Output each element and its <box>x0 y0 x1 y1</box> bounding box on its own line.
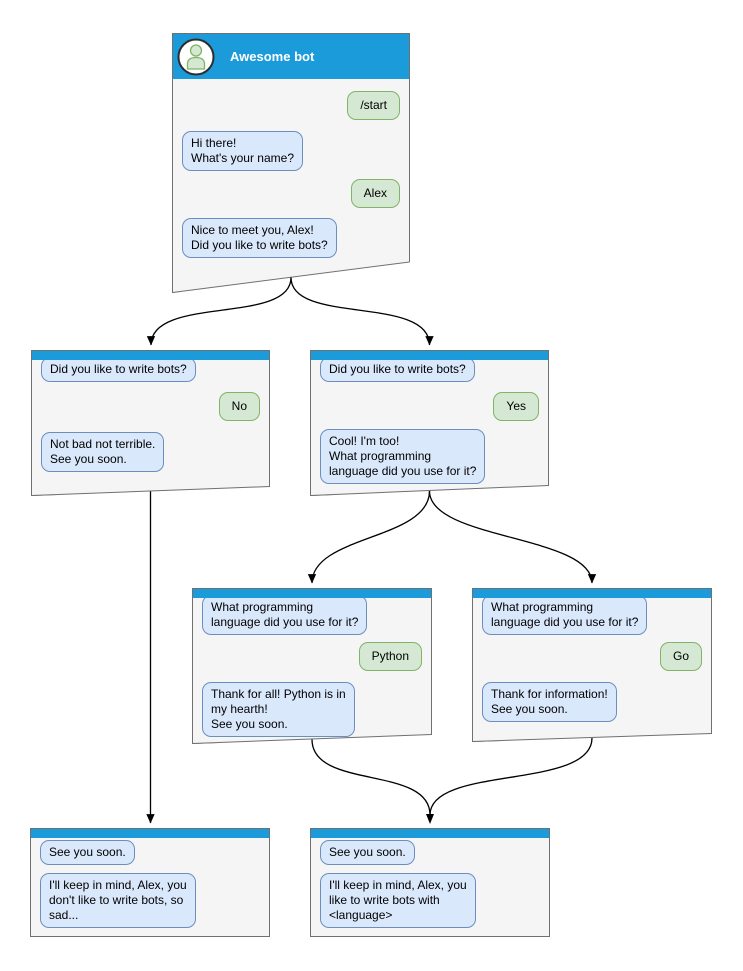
arrow-main-to-yes <box>290 277 434 346</box>
window-title-bar <box>311 829 549 838</box>
bot-avatar-icon <box>177 38 215 76</box>
bot-message-bubble: Not bad not terrible. See you soon. <box>41 432 164 472</box>
bot-message-bubble: Did you like to write bots? <box>41 357 196 382</box>
arrow-python-to-end <box>311 739 431 816</box>
bot-message-bubble: Thank for information! See you soon. <box>482 682 617 722</box>
chat-body: Did you like to write bots? Yes Cool! I'… <box>311 360 548 495</box>
user-message-bubble: Yes <box>493 392 539 421</box>
bot-message-bubble: What programming language did you use fo… <box>482 595 647 635</box>
user-message-bubble: Python <box>359 642 422 671</box>
window-title-bar: Awesome bot <box>173 34 409 79</box>
chat-body: /start Hi there! What's your name? Alex … <box>173 79 409 292</box>
bot-message-bubble: Nice to meet you, Alex! Did you like to … <box>182 218 337 258</box>
window-title-bar <box>31 829 269 838</box>
arrow-go-to-end <box>429 737 593 816</box>
chat-window-end-no: See you soon. I'll keep in mind, Alex, y… <box>30 828 270 937</box>
chat-window-go-branch: What programming language did you use fo… <box>472 588 712 742</box>
window-title-bar <box>473 589 711 598</box>
bot-name: Awesome bot <box>230 49 315 64</box>
chat-body: What programming language did you use fo… <box>473 598 711 741</box>
chat-body: Did you like to write bots? No Not bad n… <box>32 360 269 495</box>
bot-message-bubble: Cool! I'm too! What programming language… <box>320 429 485 484</box>
window-title-bar <box>32 351 269 360</box>
chat-body: See you soon. I'll keep in mind, Alex, y… <box>31 838 269 936</box>
bot-message-bubble: I'll keep in mind, Alex, you like to wri… <box>320 873 476 928</box>
user-message-bubble: No <box>219 392 260 421</box>
merge-arrowhead-icon <box>426 814 434 824</box>
window-title-bar <box>193 589 431 598</box>
bot-message-bubble: I'll keep in mind, Alex, you don't like … <box>40 873 196 928</box>
chat-window-no-branch: Did you like to write bots? No Not bad n… <box>31 350 270 496</box>
chat-window-python-branch: What programming language did you use fo… <box>192 588 432 744</box>
user-message-bubble: Alex <box>351 179 400 208</box>
user-message-bubble: /start <box>347 91 400 120</box>
bot-message-bubble: What programming language did you use fo… <box>202 595 367 635</box>
bot-message-bubble: Hi there! What's your name? <box>182 131 303 171</box>
chat-window-yes-branch: Did you like to write bots? Yes Cool! I'… <box>310 350 549 496</box>
chat-window-main: Awesome bot /start Hi there! What's your… <box>172 33 410 293</box>
chat-body: What programming language did you use fo… <box>193 598 431 743</box>
bot-message-bubble: See you soon. <box>320 840 415 865</box>
window-title-bar <box>311 351 548 360</box>
bot-message-bubble: See you soon. <box>40 840 135 865</box>
arrow-yes-to-go <box>428 490 597 584</box>
chat-body: See you soon. I'll keep in mind, Alex, y… <box>311 838 549 936</box>
bot-message-bubble: Did you like to write bots? <box>320 357 475 382</box>
chat-window-end-yes: See you soon. I'll keep in mind, Alex, y… <box>310 828 550 937</box>
user-message-bubble: Go <box>660 642 702 671</box>
bot-message-bubble: Thank for all! Python is in my hearth! S… <box>202 682 355 737</box>
arrow-yes-to-python <box>307 490 431 584</box>
